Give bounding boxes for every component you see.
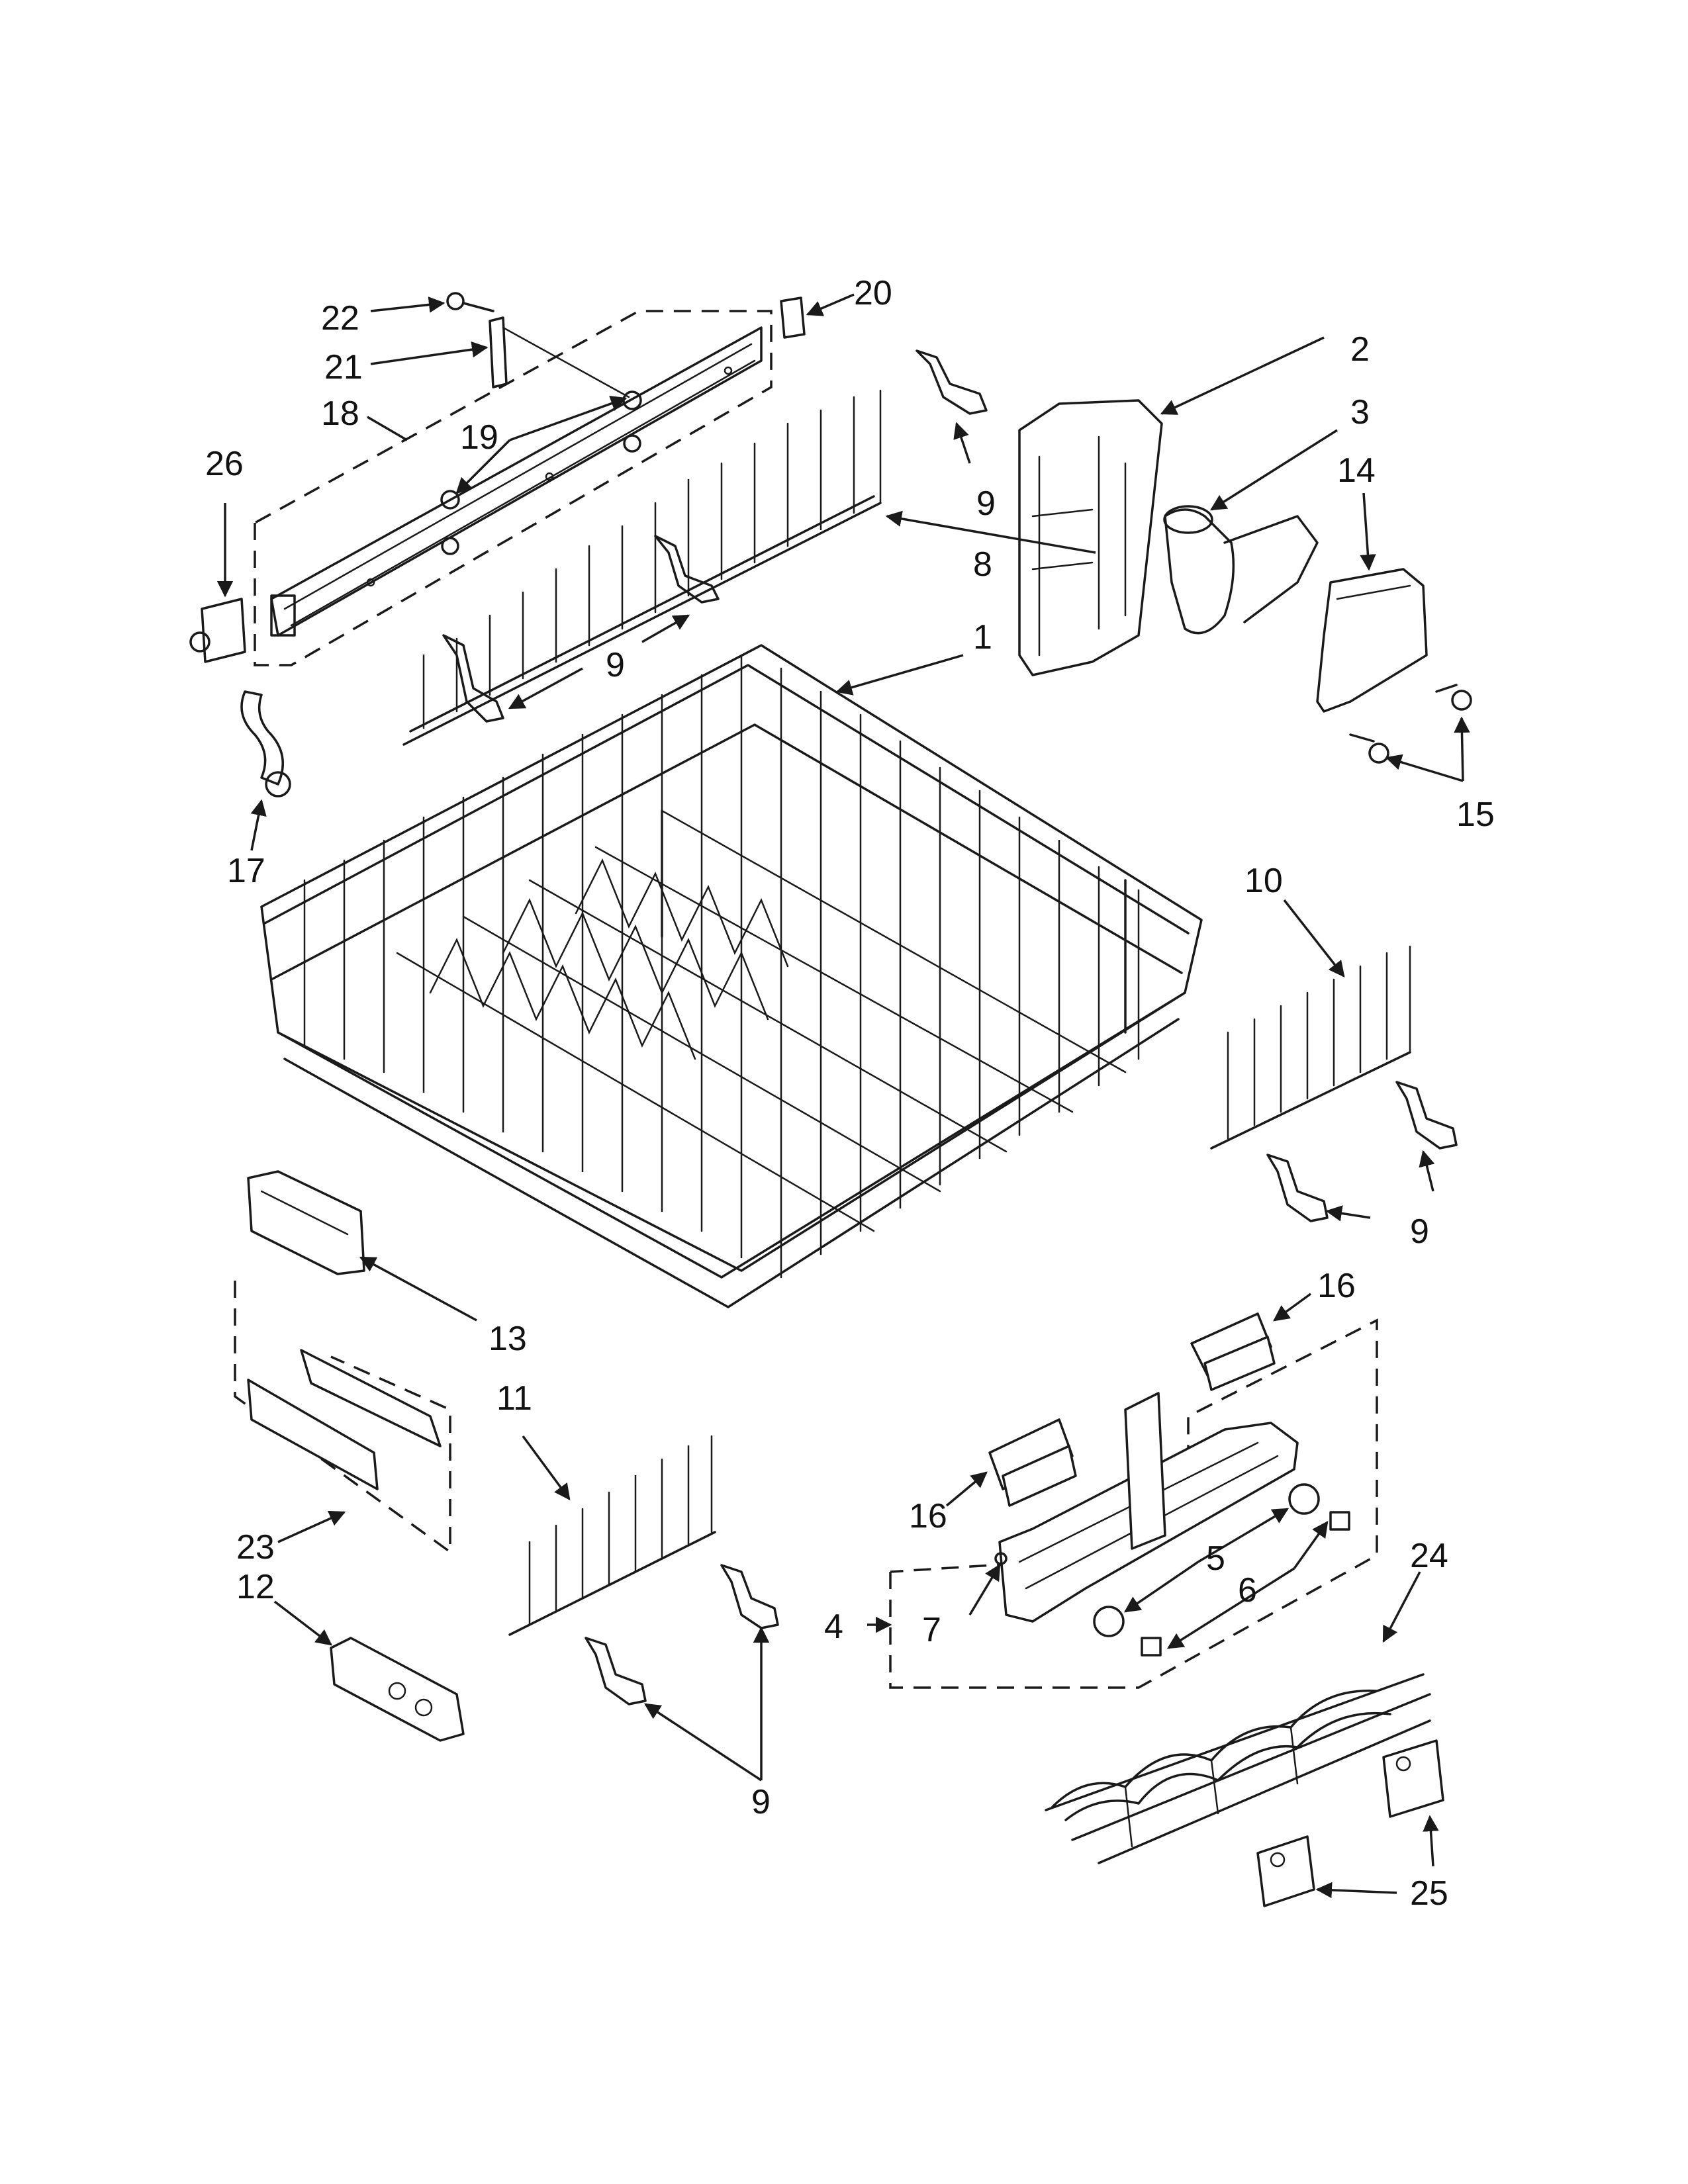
callout-7: 7	[922, 1611, 941, 1649]
cup-shelf-24	[1045, 1673, 1431, 1864]
callout-22: 22	[321, 299, 359, 338]
callout-21: 21	[324, 348, 363, 387]
clip-9-a	[442, 634, 504, 723]
callout-26: 26	[205, 445, 244, 483]
callout-14: 14	[1337, 451, 1376, 490]
rack-adjuster-group	[254, 310, 773, 666]
arm-3	[1163, 505, 1319, 635]
stop-13	[247, 1170, 365, 1275]
clip-25-a	[1382, 1739, 1444, 1818]
clip-9-f	[720, 1564, 779, 1629]
callout-18: 18	[321, 394, 359, 433]
clip-16-b	[988, 1418, 1077, 1507]
screw-15-b	[1349, 733, 1389, 764]
callout-5: 5	[1206, 1539, 1225, 1578]
callout-6: 6	[1238, 1571, 1257, 1610]
callout-9-mid: 9	[606, 646, 625, 684]
screw-22	[446, 292, 494, 312]
bracket-21	[489, 316, 630, 398]
callout-9-top: 9	[976, 484, 996, 523]
clip-9-e	[1266, 1154, 1329, 1222]
callout-9-right: 9	[1410, 1212, 1429, 1251]
clip-9-b	[654, 535, 720, 604]
basket-group-4	[889, 1318, 1378, 1689]
clip-25-b	[1256, 1835, 1315, 1907]
adjuster-housing-2	[1018, 399, 1163, 676]
callout-16-lower: 16	[909, 1497, 947, 1535]
callout-16-upper: 16	[1317, 1267, 1356, 1305]
clip-9-c	[915, 349, 988, 415]
rack-stop-12	[330, 1637, 465, 1742]
callout-12: 12	[236, 1568, 275, 1606]
tine-row-11	[508, 1435, 716, 1636]
callout-10: 10	[1244, 862, 1283, 900]
dish-rack-1	[260, 644, 1203, 1308]
callout-2: 2	[1350, 330, 1370, 369]
callout-24: 24	[1410, 1537, 1448, 1575]
callout-11: 11	[496, 1379, 532, 1418]
callout-13: 13	[489, 1320, 527, 1358]
callout-labels: 22 20 21 18 19 26 2 3 14 9 8 1 9 15 17 1…	[205, 274, 1495, 1913]
clip-16-a	[1190, 1312, 1276, 1391]
callout-1: 1	[973, 618, 992, 657]
callout-23: 23	[236, 1528, 275, 1567]
clip-9-g	[585, 1637, 647, 1706]
bracket-group-23	[234, 1281, 451, 1555]
callout-25: 25	[1410, 1874, 1448, 1913]
screw-15-a	[1435, 684, 1472, 711]
callout-3: 3	[1350, 393, 1370, 432]
callout-4: 4	[824, 1608, 843, 1646]
tine-row-8	[402, 389, 882, 746]
callout-15: 15	[1456, 796, 1495, 834]
callout-8: 8	[973, 545, 992, 584]
callout-20: 20	[854, 274, 892, 312]
callout-19: 19	[460, 418, 498, 457]
cover-14	[1316, 568, 1428, 713]
clip-17	[240, 690, 291, 797]
tine-row-10	[1210, 945, 1411, 1150]
callout-9-bottom: 9	[751, 1783, 771, 1821]
clip-20	[780, 296, 806, 339]
clip-9-d	[1395, 1081, 1458, 1150]
callout-17: 17	[227, 852, 265, 890]
rack-stop-26	[189, 598, 246, 663]
leader-lines	[216, 293, 1470, 1899]
